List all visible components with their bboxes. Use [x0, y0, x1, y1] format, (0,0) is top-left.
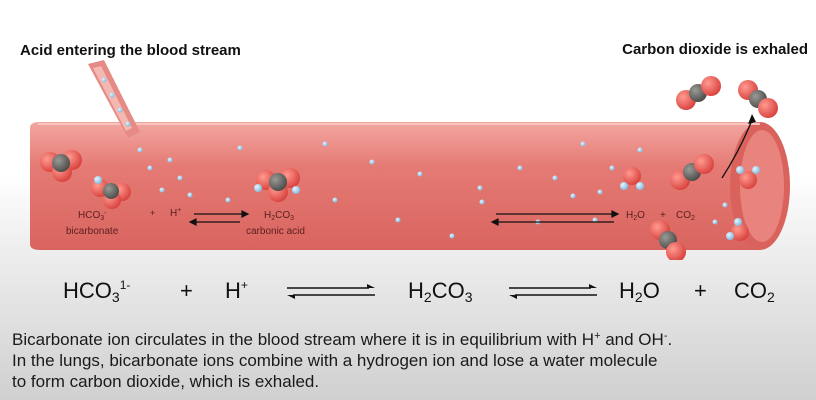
- caption: Bicarbonate ion circulates in the blood …: [12, 326, 812, 392]
- chemical-equation: HCO31- + H+ H2CO3 H2O + CO2: [0, 270, 816, 310]
- label-co2-small: CO2: [676, 210, 695, 222]
- header-right-label: Carbon dioxide is exhaled: [622, 41, 808, 58]
- equilibrium-arrows-left: [188, 210, 250, 226]
- caption-line-1: Bicarbonate ion circulates in the blood …: [12, 330, 673, 349]
- equation-plus-1: +: [180, 278, 193, 303]
- water-molecule-2: [736, 166, 760, 189]
- hydrogen-ions: [137, 141, 728, 239]
- equation-plus-2: +: [694, 278, 707, 303]
- bicarbonate-molecule-1: [40, 150, 82, 182]
- equation-h2o: H2O: [619, 278, 660, 305]
- water-molecule-3: [726, 218, 749, 241]
- equilibrium-arrow-1: [287, 284, 375, 299]
- label-h2o-small: H2O: [626, 210, 645, 222]
- label-bicarbonate: bicarbonate: [66, 226, 119, 237]
- header-left-label: Acid entering the blood stream: [20, 42, 241, 59]
- co2-molecule-exhaled-1: [676, 76, 721, 110]
- water-molecule-1: [620, 167, 644, 190]
- equation-h2co3: H2CO3: [408, 278, 473, 305]
- equation-co2: CO2: [734, 278, 775, 305]
- exhale-arrow: [721, 119, 753, 179]
- blood-vessel: [30, 122, 760, 250]
- caption-line-3: to form carbon dioxide, which is exhaled…: [12, 372, 320, 391]
- label-hco3-plus: +: [150, 208, 155, 218]
- equation-hco3: HCO31-: [63, 278, 131, 305]
- label-hplus: H+: [170, 207, 181, 219]
- carbonic-acid-molecule: [254, 168, 300, 202]
- label-plus-small: +: [660, 210, 666, 221]
- equilibrium-arrow-2: [509, 284, 597, 299]
- label-h2co3: H2CO3: [264, 210, 294, 222]
- label-carbonic-acid: carbonic acid: [246, 226, 305, 237]
- blood-vessel-illustration: HCO3- + H+ bicarbonate H2CO3 carbonic ac…: [30, 60, 790, 260]
- equilibrium-arrows-right: [490, 210, 620, 226]
- label-hco3: HCO3-: [78, 210, 107, 222]
- co2-molecule-vessel-2: [650, 220, 686, 260]
- equation-hplus: H+: [225, 278, 248, 303]
- co2-molecule-exhaled-2: [738, 80, 778, 118]
- acid-tube: [88, 60, 140, 138]
- bicarbonate-molecule-2: [91, 176, 131, 209]
- caption-line-2: In the lungs, bicarbonate ions combine w…: [12, 351, 658, 370]
- co2-molecule-vessel-1: [670, 154, 714, 190]
